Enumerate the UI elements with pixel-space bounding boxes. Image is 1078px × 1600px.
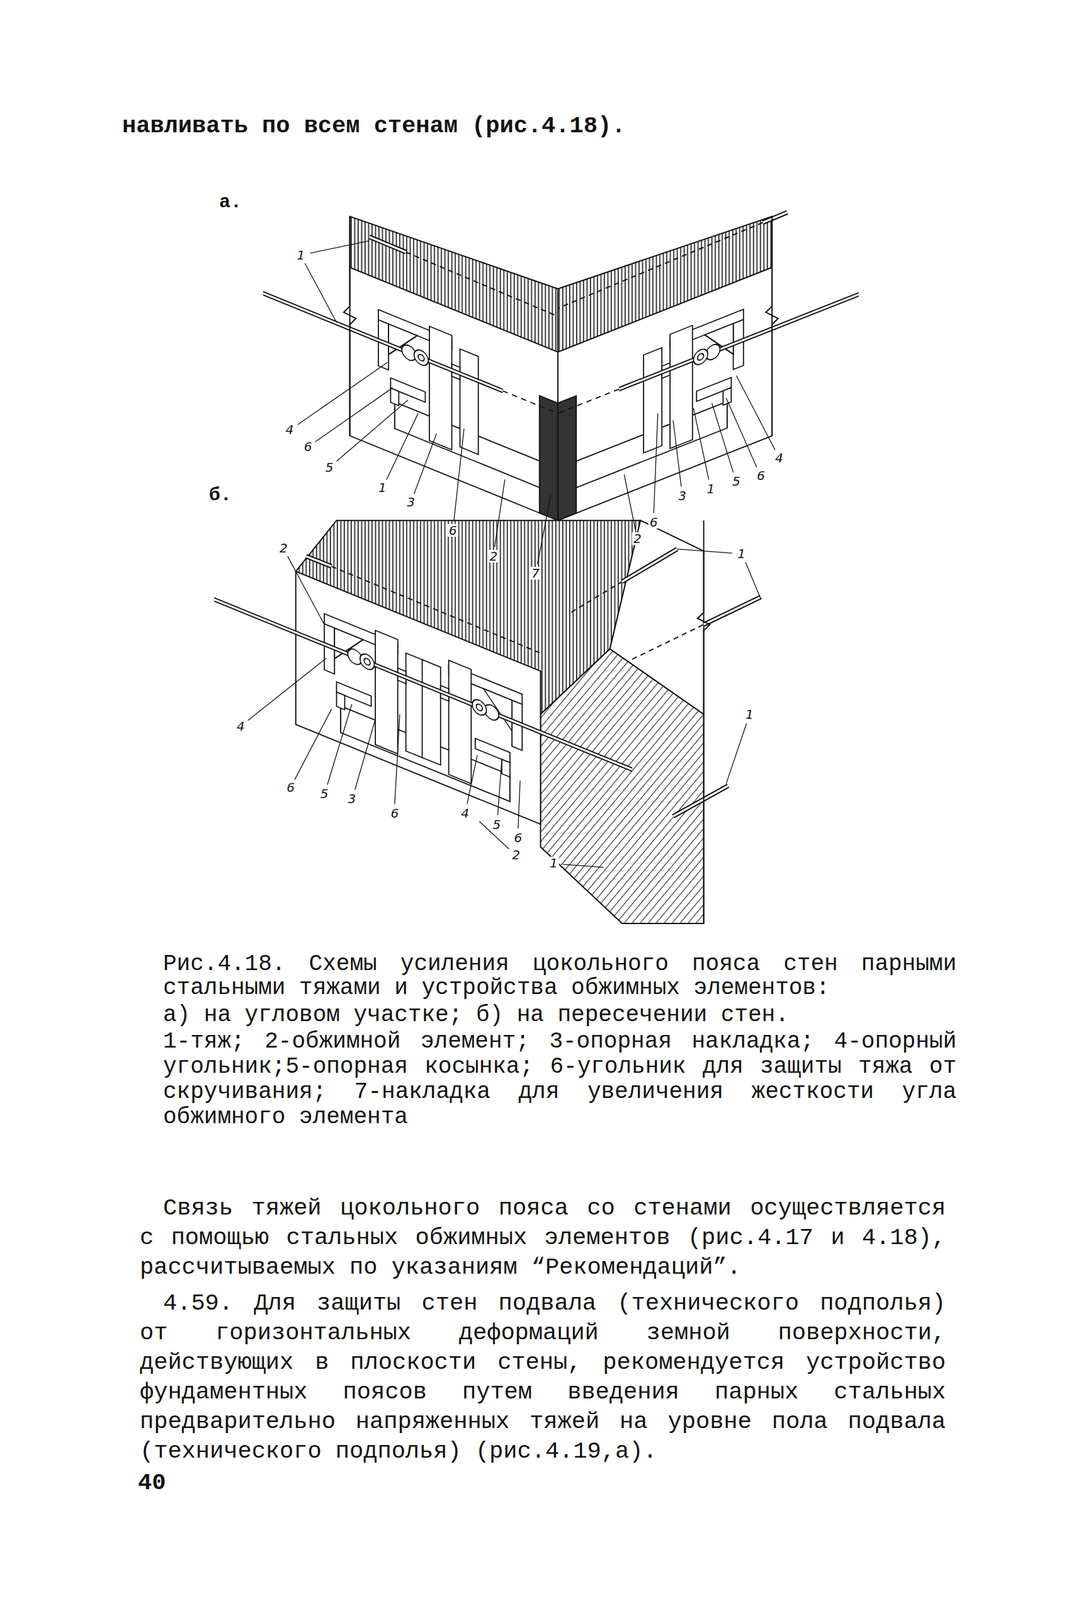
callout-number: 6 [302,440,314,453]
callout-number: 1 [744,707,755,721]
callout-number: 1 [377,481,388,494]
callout-number: 2 [510,848,522,861]
callout-number: 4 [235,719,247,733]
callout-number: 6 [285,780,296,794]
figure-caption: Рис.4.18. Схемы усиления цокольного пояс… [163,952,957,1000]
caption-subtitles: а) на угловом участке; б) на пересечении… [163,1002,957,1028]
body-paragraph: Связь тяжей цокольного пояса со стенами … [139,1193,946,1283]
callout-number: 5 [731,474,742,488]
callout-number: 3 [676,489,688,502]
callout-number: 6 [389,806,400,820]
callout-number: 2 [278,541,290,555]
callout-number: 7 [530,566,541,580]
callout-number: 5 [319,787,330,800]
callout-number: 1 [736,547,747,560]
figure-b [214,520,761,924]
callout-number: 4 [773,451,785,465]
callout-number: 6 [512,831,524,844]
callout-number: 1 [705,482,717,495]
body-paragraph: 4.59. Для защиты стен подвала (техническ… [139,1288,946,1466]
page-number: 40 [137,1468,264,1497]
callout-number: 6 [648,515,660,529]
callout-number: 2 [488,549,500,563]
callout-number: 6 [447,523,459,537]
caption-key: 1-тяж; 2-обжимной элемент; 3-опорная нак… [163,1028,957,1130]
callout-number: 4 [459,806,471,820]
callout-number: 1 [295,248,307,262]
callout-number: 2 [632,532,643,545]
callout-number: 3 [405,495,417,509]
callout-number: 4 [284,423,296,436]
subfigure-label: б. [207,485,233,505]
continuation-text: навливать по всем стенам (рис.4.18). [122,112,941,140]
subfigure-label: а. [217,192,244,212]
figure-a [263,212,859,521]
callout-number: 3 [346,792,358,805]
callout-number: 5 [324,460,335,474]
callout-number: 1 [548,856,560,869]
callout-number: 5 [491,817,502,831]
leader-lines [248,240,776,867]
callout-number: 6 [755,469,767,482]
